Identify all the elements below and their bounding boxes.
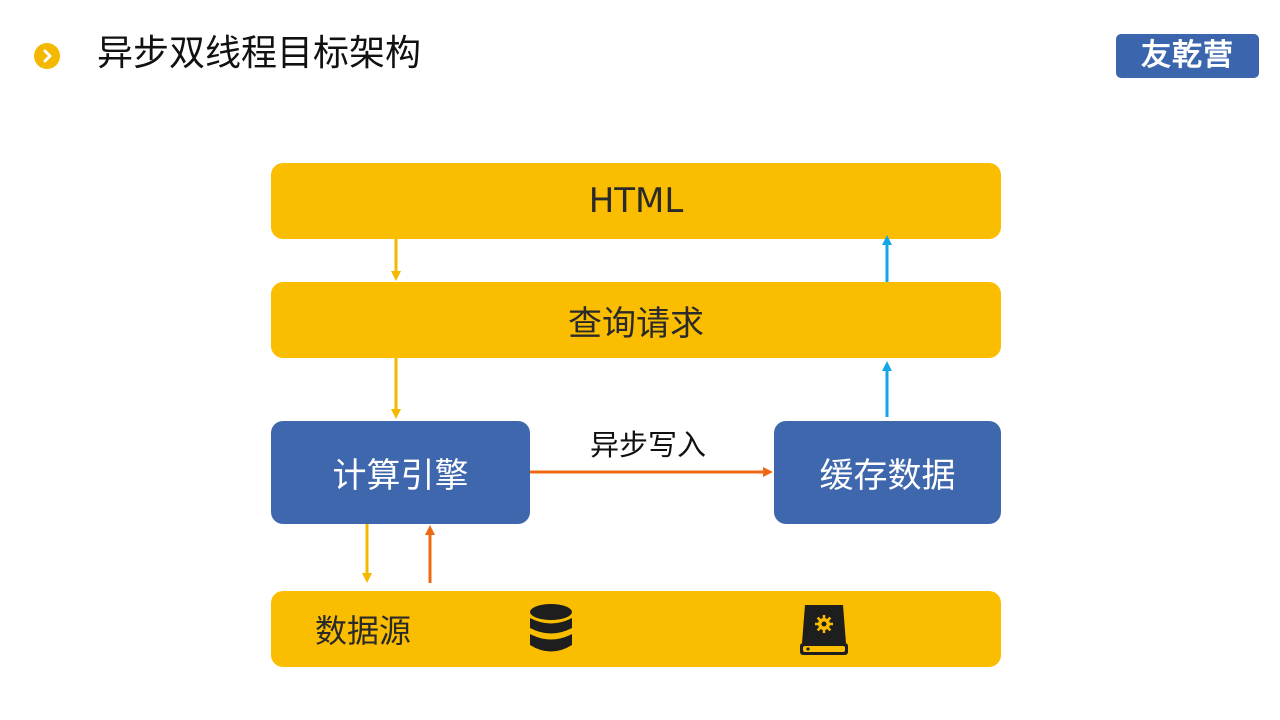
database-icon (530, 604, 572, 652)
chevron-right-icon (34, 43, 60, 69)
compute-engine-box: 计算引擎 (271, 421, 530, 524)
html-layer-box: HTML (271, 163, 1001, 239)
cache-data-label: 缓存数据 (819, 456, 956, 496)
data-source-label: 数据源 (315, 612, 412, 650)
cache-data-box: 缓存数据 (774, 421, 1001, 524)
query-request-box: 查询请求 (271, 282, 1001, 358)
data-source-box: 数据源 (271, 591, 1001, 667)
html-layer-label: HTML (588, 181, 684, 221)
async-write-label: 异步写入 (590, 428, 707, 462)
brand-logo: 友乾营 (1116, 34, 1259, 78)
hard-drive-icon (800, 605, 848, 655)
query-request-label: 查询请求 (568, 303, 704, 344)
page-title: 异步双线程目标架构 (97, 33, 422, 74)
compute-engine-label: 计算引擎 (332, 456, 469, 496)
